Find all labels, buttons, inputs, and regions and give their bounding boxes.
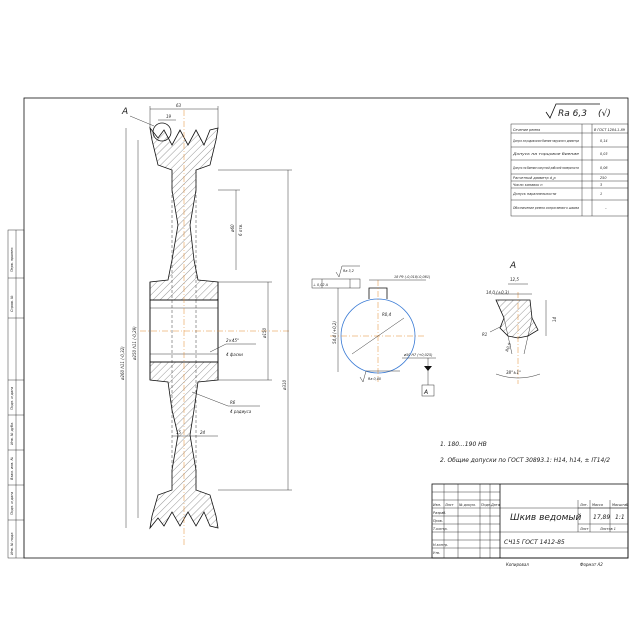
- part-name: Шкив ведомый: [510, 513, 582, 523]
- groove-angle-dim: 38°±1°: [506, 370, 521, 375]
- parameter-table: Сечение ремня В ГОСТ 1284.1-89 Допуск на…: [510, 123, 629, 217]
- table-cell: Обозначение ремня сопрягаемого шкива: [513, 206, 579, 210]
- title-role: Н.контр.: [433, 543, 448, 547]
- holes-count: 6 отв.: [238, 224, 243, 236]
- table-cell: Допуск на торцовое биение: [512, 152, 579, 156]
- dim-24: 24: [200, 430, 206, 435]
- title-role: Пров.: [433, 519, 443, 523]
- table-cell: Число канавок n: [513, 183, 542, 187]
- groove-top-dim: 12,5: [510, 277, 519, 282]
- dim-63: 63: [176, 103, 182, 108]
- groove-detail-a: A 12,5 14,0 (±0,3) 14 38°±1° R1 R0,5: [482, 261, 557, 384]
- keyway-width: 18 P9 (-0,018/-0,061): [394, 275, 430, 279]
- tolerance-frame: ⊥ 0,02 A: [313, 283, 329, 287]
- chamfer-dim: 2×45°: [226, 338, 239, 343]
- side-label: Подп. и дата: [10, 492, 14, 515]
- table-cell: Сечение ремня: [513, 128, 540, 132]
- side-label: Справ. №: [10, 295, 14, 312]
- mass-value: 17,89: [593, 514, 610, 521]
- table-cell: 3: [600, 183, 602, 187]
- groove-r05: R0,5: [504, 342, 512, 353]
- side-label: Перв. примен.: [10, 247, 14, 272]
- note-1: 1. 180...190 HB: [440, 441, 487, 448]
- keyway-roughness: Ra 3,2: [343, 269, 354, 273]
- top-dimensions: 63 19: [149, 103, 219, 128]
- dim-outer-diameter: ø260 h11 (-0,32): [120, 346, 125, 381]
- title-role: Утв.: [433, 551, 440, 555]
- title-block: Изм. Лист № докум. Подп. Дата Разраб. Пр…: [431, 483, 629, 559]
- chamfer-note: 4 фаски: [226, 352, 243, 357]
- title-header: Лист: [444, 503, 455, 507]
- dim-150: ø150: [262, 327, 267, 339]
- technical-notes: 1. 180...190 HB 2. Общие допуски по ГОСТ…: [440, 441, 610, 464]
- base-a: A: [423, 389, 428, 396]
- table-cell: Допуск на биение конусной рабочей поверх…: [512, 166, 579, 170]
- table-cell: Расчетный диаметр d_p: [513, 176, 556, 180]
- mass-label: Масса: [592, 503, 603, 507]
- roughness-mark: Ra 6,3 (√): [545, 103, 611, 119]
- side-label: Подп. и дата: [10, 387, 14, 410]
- side-label: Инв. № подл.: [10, 532, 14, 555]
- dim-310: ø310: [282, 379, 287, 391]
- dim-15: 15: [176, 430, 182, 435]
- pulley-section-view: A: [121, 107, 290, 545]
- radius-note: 4 радиуса: [230, 409, 252, 414]
- keyway-depth: 54,4 (+0,2): [332, 321, 337, 344]
- dim-holes-diameter: ø60: [230, 224, 235, 233]
- side-label: Инв. № дубл.: [10, 422, 14, 445]
- bore-roughness: Ra 0,80: [368, 377, 381, 381]
- table-cell: В ГОСТ 1284.1-89: [594, 128, 625, 132]
- format-label: Формат А2: [580, 562, 603, 567]
- table-cell: 0,06: [600, 166, 608, 170]
- scale-label: Масштаб: [612, 503, 628, 507]
- material: СЧ15 ГОСТ 1412-85: [504, 539, 565, 546]
- groove-depth-dim: 14: [552, 316, 557, 322]
- table-cell: 1: [600, 192, 602, 196]
- title-header: Дата: [490, 503, 500, 507]
- hub-section-view: R0,4 54,4 (+0,2) 18 P9 (-0,018/-0,061) ⊥…: [311, 265, 436, 397]
- table-cell: 0,03: [600, 152, 608, 156]
- note-2: 2. Общие допуски по ГОСТ 30893.1: H14, h…: [440, 457, 610, 464]
- title-role: Разраб.: [433, 511, 446, 515]
- side-label: Взам. инв. №: [10, 457, 14, 480]
- bore-dim: ø50 H7 (+0,025): [403, 353, 432, 357]
- table-cell: 0,14: [600, 139, 608, 143]
- radius-dim: R6: [230, 400, 236, 405]
- title-role: Т.контр.: [433, 527, 448, 531]
- table-cell: 250: [600, 176, 606, 180]
- scale-value: 1:1: [615, 514, 625, 521]
- title-header: Подп.: [481, 503, 491, 507]
- right-dims: ø310 ø150 ø60 6 отв. 2×45° 4 фаски R6 4 …: [172, 169, 292, 491]
- bore-radius: R0,4: [382, 312, 392, 317]
- detail-mark-a: A: [509, 261, 516, 271]
- table-cell: Допуск параллельности: [512, 192, 557, 196]
- sheets-label: Листов 1: [599, 527, 616, 531]
- groove-width-dim: 14,0 (±0,3): [486, 290, 509, 295]
- table-cell: –: [605, 206, 607, 210]
- title-header: № докум.: [458, 503, 476, 507]
- roughness-other: (√): [598, 108, 611, 119]
- sheet-label: Лист: [579, 527, 590, 531]
- dim-calc-diameter: ø250 h11 (-0,29): [132, 326, 137, 361]
- left-diameter-dims: ø260 h11 (-0,32) ø250 h11 (-0,29): [120, 128, 139, 528]
- dim-19: 19: [166, 114, 172, 119]
- title-header: Изм.: [433, 503, 441, 507]
- roughness-main: Ra 6,3: [558, 109, 587, 119]
- table-cell: Допуск на радиальное биение наружного ди…: [512, 139, 579, 143]
- groove-r1: R1: [482, 332, 487, 337]
- side-strip: Перв. примен. Справ. № Подп. и дата Инв.…: [7, 229, 25, 559]
- copied-label: Копировал: [506, 562, 529, 567]
- lit-label: Лит.: [579, 503, 588, 507]
- section-mark-a: A: [121, 107, 128, 117]
